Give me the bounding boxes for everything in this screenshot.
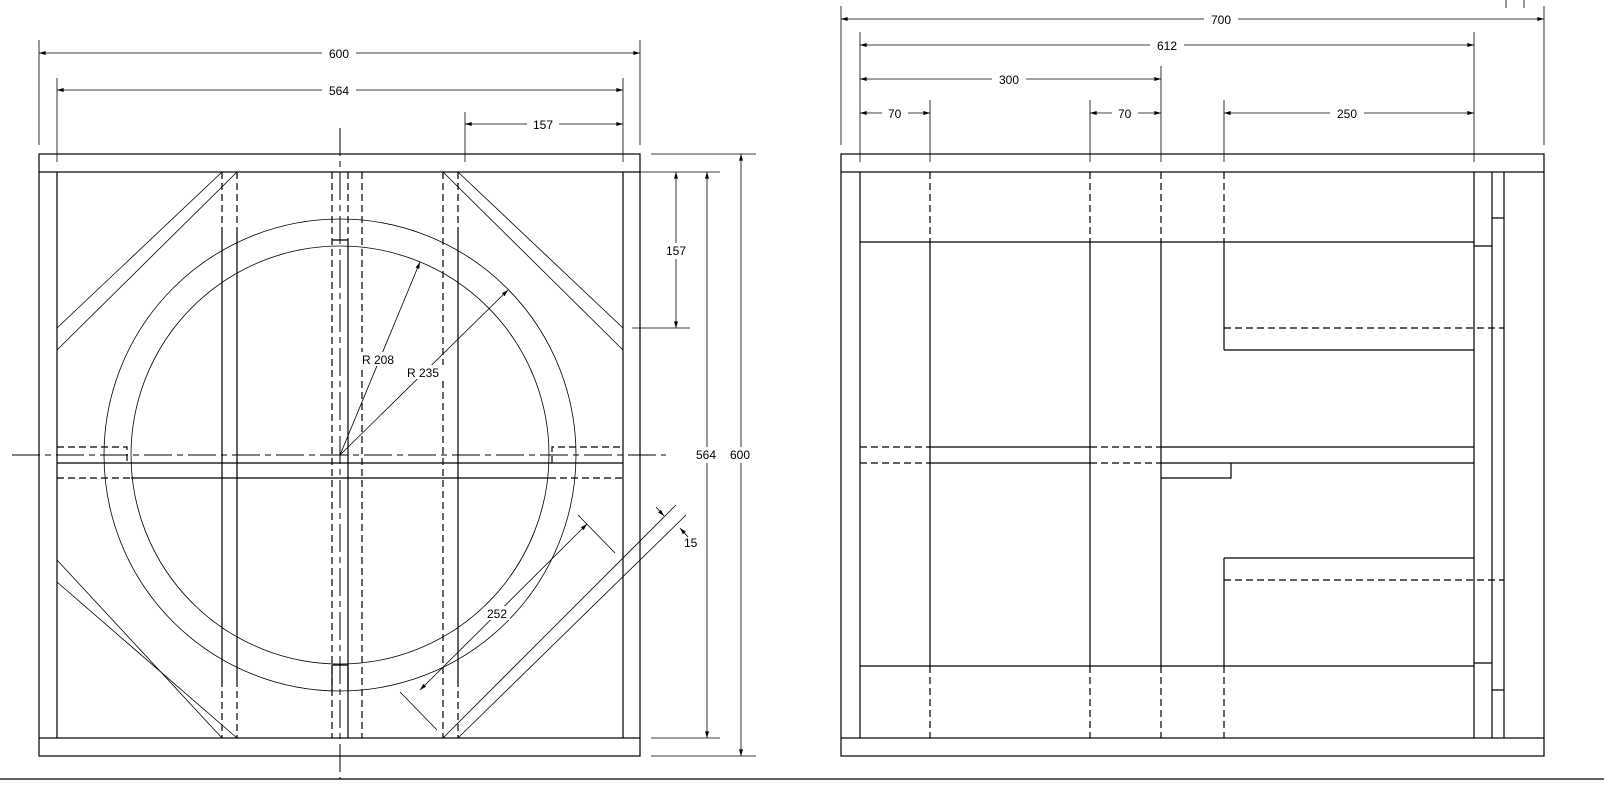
dim-70-mid-label: 70 (1118, 107, 1132, 121)
side-dimensions: 700 612 300 70 70 250 (840, 0, 1545, 162)
radius-235-label: R 235 (407, 366, 439, 380)
dim-700-label: 700 (1211, 13, 1231, 27)
dim-564-side-label: 564 (696, 448, 716, 462)
dim-600-label: 600 (329, 47, 349, 61)
side-internal-members (860, 172, 1504, 738)
dim-612-label: 612 (1157, 39, 1177, 53)
side-view: 700 612 300 70 70 250 (840, 0, 1545, 757)
radius-208-label: R 208 (362, 353, 394, 367)
thickness-dim-label: 15 (684, 536, 698, 550)
dim-250-label: 250 (1337, 107, 1357, 121)
dim-564-label: 564 (329, 84, 349, 98)
dim-157-side-label: 157 (666, 244, 686, 258)
dim-600-side-label: 600 (730, 448, 750, 462)
diagonal-dim-label: 252 (487, 607, 507, 621)
dim-70-left-label: 70 (888, 107, 902, 121)
side-top-panel (840, 153, 1545, 173)
dim-300-label: 300 (999, 73, 1019, 87)
front-horizontal-dimensions: 600 564 157 (38, 40, 641, 162)
front-vertical-dimensions: 157 564 600 (632, 153, 756, 757)
front-view: R 208 R 235 252 15 600 564 157 (12, 40, 756, 779)
dim-157-top-label: 157 (533, 118, 553, 132)
side-bottom-panel (840, 737, 1545, 757)
diagonal-braces (56, 171, 687, 739)
